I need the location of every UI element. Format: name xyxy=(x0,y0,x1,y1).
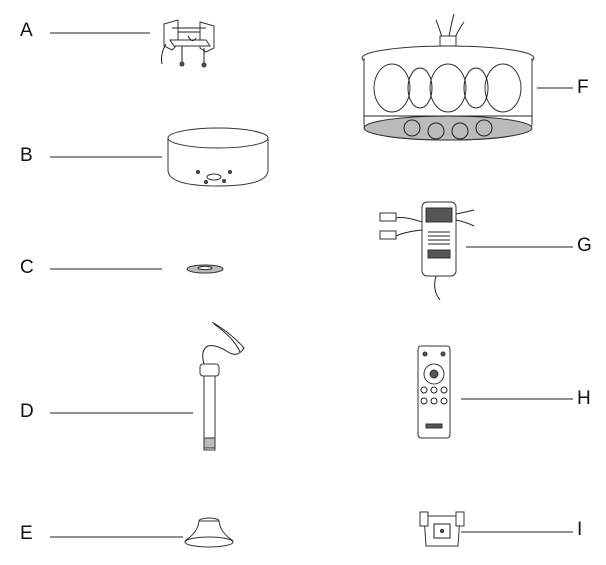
canopy-cover-icon xyxy=(184,517,234,548)
downrod-icon xyxy=(199,321,245,451)
mounting-bracket-icon xyxy=(161,19,215,68)
part-label-i: I xyxy=(577,519,583,540)
part-label-a: A xyxy=(20,20,33,41)
remote-holder-icon xyxy=(419,511,465,547)
part-label-g: G xyxy=(577,235,592,256)
part-label-d: D xyxy=(20,401,34,422)
part-label-b: B xyxy=(20,145,33,166)
receiver-icon xyxy=(379,201,475,301)
part-label-c: C xyxy=(20,257,34,278)
part-label-h: H xyxy=(577,388,591,409)
part-label-e: E xyxy=(20,523,33,544)
part-label-f: F xyxy=(577,77,589,98)
canopy-ring-icon xyxy=(186,264,224,274)
canopy-icon xyxy=(167,127,269,187)
remote-control-icon xyxy=(417,345,451,439)
fan-body-icon xyxy=(361,13,535,141)
